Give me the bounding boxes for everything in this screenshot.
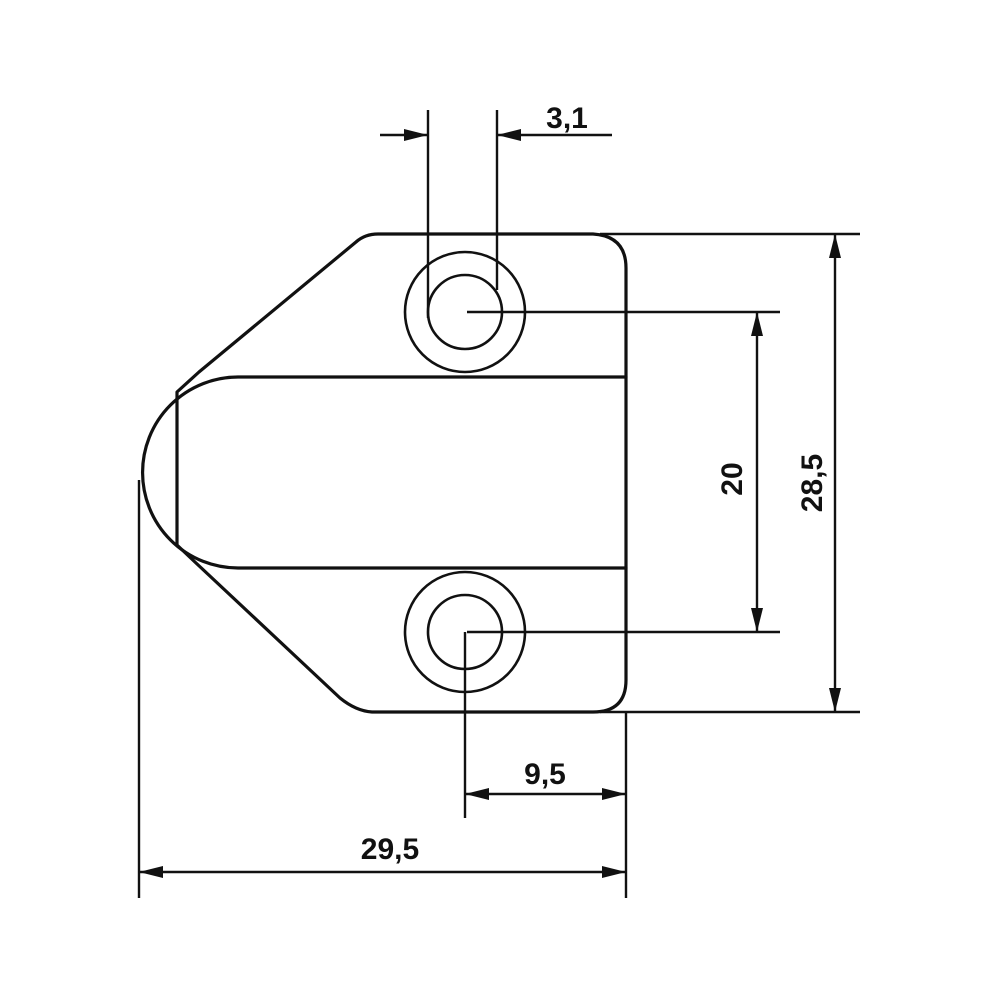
hole-spacing-label: 20 [716,462,749,495]
arrow [139,866,163,878]
arrow [751,608,763,632]
arrow [829,234,841,258]
hole-offset-label: 9,5 [524,758,566,791]
dimension-hole-offset: 9,5 [463,632,628,898]
arrow [751,312,763,336]
arrow [465,788,489,800]
tongue-outline [140,375,628,570]
arrow [602,866,626,878]
dimension-overall-width: 29,5 [137,480,626,898]
arrow [829,688,841,712]
part-outline [140,232,628,714]
arrow [404,129,428,141]
arrow [497,129,521,141]
overall-height-label: 28,5 [796,454,829,512]
overall-width-label: 29,5 [361,833,419,866]
dimension-hole-diameter: 3,1 [380,102,612,318]
dimension-overall-height: 28,5 [600,232,860,714]
dimension-hole-spacing: 20 [467,310,780,634]
plate-outline [175,232,628,714]
arrow [602,788,626,800]
hole-diameter-label: 3,1 [546,102,588,135]
